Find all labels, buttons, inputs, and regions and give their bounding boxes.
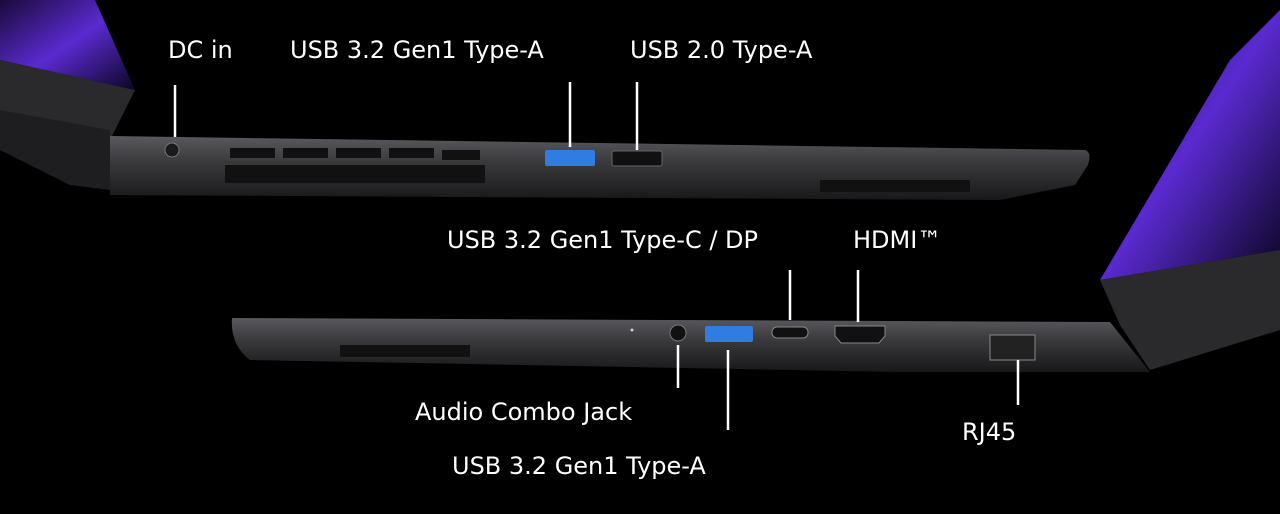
usb32-port-bottom bbox=[705, 326, 753, 342]
label-rj45: RJ45 bbox=[962, 418, 1016, 446]
label-dc-in: DC in bbox=[168, 36, 233, 64]
rj45-port bbox=[989, 334, 1036, 361]
usb20-port bbox=[611, 150, 663, 167]
label-usb32-a-bottom: USB 3.2 Gen1 Type-A bbox=[452, 452, 706, 480]
dc-in-port bbox=[164, 142, 180, 158]
label-usb32-a-top: USB 3.2 Gen1 Type-A bbox=[290, 36, 544, 64]
laptop-left-side bbox=[0, 0, 1090, 200]
label-hdmi: HDMI™ bbox=[853, 226, 941, 254]
label-usb20-a: USB 2.0 Type-A bbox=[630, 36, 813, 64]
screen-edge-right bbox=[1100, 10, 1280, 280]
usb32-port-top bbox=[545, 150, 595, 166]
hdmi-port bbox=[834, 325, 886, 344]
usb-c-port bbox=[771, 326, 809, 339]
label-audio: Audio Combo Jack bbox=[415, 398, 632, 426]
chassis-right bbox=[231, 318, 1150, 372]
label-usb32-c-dp: USB 3.2 Gen1 Type-C / DP bbox=[447, 226, 758, 254]
vents bbox=[225, 148, 970, 192]
laptop-right-side bbox=[231, 10, 1280, 372]
audio-port bbox=[669, 324, 687, 342]
